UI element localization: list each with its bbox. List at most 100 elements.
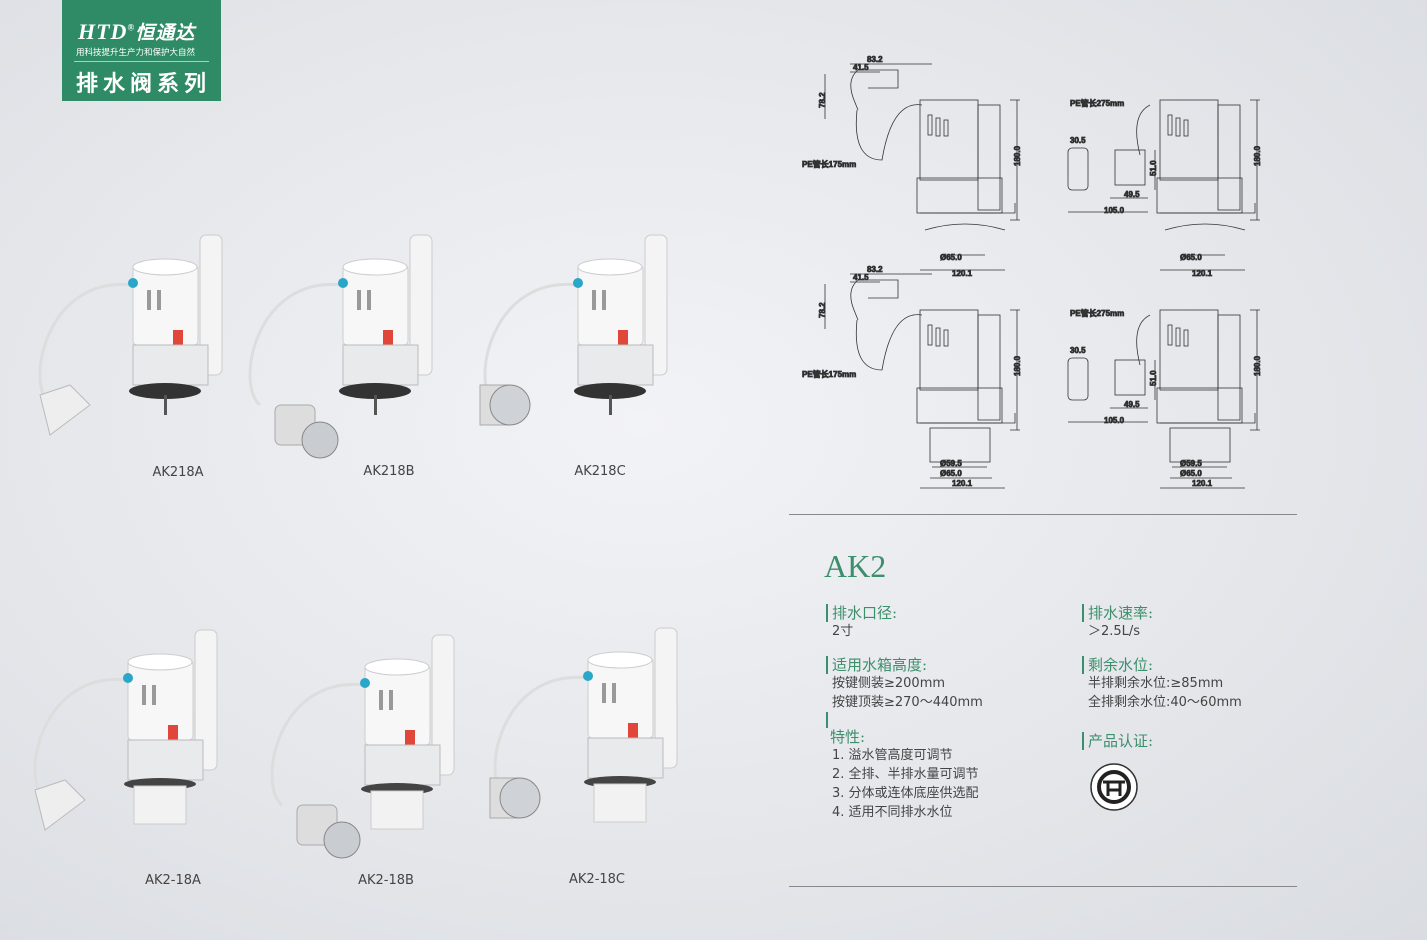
dim-label: 30.5	[1070, 346, 1086, 355]
overflow-tube	[1217, 314, 1241, 421]
lever-handle	[39, 384, 91, 436]
product-AK218C	[479, 234, 668, 426]
chrome-button	[301, 421, 339, 459]
float-cage	[916, 177, 1003, 214]
screw	[374, 395, 377, 415]
red-tag	[383, 330, 393, 346]
water-saving-certification-seal-icon	[1090, 763, 1138, 811]
spec-value: 2寸	[832, 624, 854, 639]
spec-value: 按键侧装≥200mm	[832, 676, 946, 691]
body-outline	[919, 99, 979, 181]
slot	[935, 327, 941, 347]
button-cap	[1067, 147, 1089, 191]
flange	[924, 223, 1006, 231]
spec-residual: 剩余水位: 半排剩余水位:≥85mm 全排剩余水位:40～60mm	[1082, 656, 1242, 712]
bracket	[920, 413, 1016, 424]
slogan: 用科技提升生产力和保护大自然	[76, 48, 196, 58]
dim-width-label: 120.1	[1192, 479, 1213, 488]
thread-base	[929, 427, 991, 463]
product-label: AK2-18C	[569, 872, 625, 887]
bracket	[1160, 413, 1256, 424]
button-housing	[1114, 359, 1146, 396]
dim-width	[920, 466, 1005, 489]
dim-lines	[824, 63, 932, 119]
slot	[389, 690, 393, 710]
dim-height	[1010, 99, 1020, 221]
divider	[789, 514, 1297, 515]
lever-handle	[34, 779, 86, 831]
slot	[1175, 327, 1181, 347]
slot	[1183, 119, 1189, 137]
spec-value: 1. 溢水管高度可调节	[832, 748, 953, 763]
dim-width-label: 120.1	[1192, 269, 1213, 278]
valve-top	[364, 658, 430, 676]
overflow-tube	[977, 314, 1001, 421]
thread-base	[133, 785, 187, 825]
pe-pipe	[855, 104, 923, 161]
overflow-tube	[199, 234, 223, 376]
thread-base	[370, 790, 424, 830]
overflow-tube	[431, 634, 455, 776]
dim-width	[1160, 466, 1245, 489]
product-label: AK2-18A	[145, 873, 201, 888]
slot	[379, 690, 383, 710]
flange-ring	[339, 383, 411, 399]
dim-height-label: 180.0	[1253, 145, 1262, 166]
pe-pipe	[1136, 314, 1151, 366]
dim-diameter-label: Ø65.0	[1180, 469, 1202, 478]
pipe-label: PE管长275mm	[1070, 98, 1124, 108]
dim-width	[920, 254, 1005, 271]
slot	[367, 290, 371, 310]
valve-float	[132, 344, 209, 386]
brand-cn: 恒通达	[135, 22, 196, 44]
slot	[927, 324, 933, 346]
dim-height-label: 180.0	[1253, 355, 1262, 376]
divider	[826, 712, 828, 728]
blue-knob	[583, 671, 593, 681]
spec-value: 2. 全排、半排水量可调节	[832, 767, 979, 782]
spec-title: 适用水箱高度:	[826, 656, 983, 674]
valve-top	[587, 651, 653, 669]
cable	[270, 682, 366, 807]
blue-knob	[128, 278, 138, 288]
dim-label: 41.5	[853, 63, 869, 72]
dim-label: 78.2	[818, 302, 827, 318]
series-title: 排水阀系列	[76, 71, 212, 97]
spec-title: 剩余水位:	[1082, 656, 1242, 674]
valve-top	[577, 258, 643, 276]
dim-lines	[824, 273, 932, 329]
product-label: AK218B	[363, 464, 415, 479]
bracket	[920, 203, 1016, 214]
brand-en: HTD	[78, 19, 128, 44]
slot	[152, 685, 156, 705]
spec-value: 全排剩余水位:40～60mm	[1088, 695, 1242, 710]
blue-knob	[360, 678, 370, 688]
slot	[592, 290, 596, 310]
slot	[157, 290, 161, 310]
brand-badge: HTD®恒通达 用科技提升生产力和保护大自然 排水阀系列	[62, 0, 221, 101]
slot	[602, 290, 606, 310]
thread-base	[1169, 427, 1231, 463]
product-AK2-18B	[270, 634, 455, 859]
float-cage	[1156, 387, 1243, 424]
overflow-tube	[194, 629, 218, 771]
dim-diameter-label: Ø65.0	[1180, 253, 1202, 262]
valve-top	[342, 258, 408, 276]
dim-height	[1250, 99, 1260, 221]
button-cap	[1067, 357, 1089, 401]
slot	[612, 683, 616, 703]
slot	[943, 119, 949, 137]
slot	[943, 329, 949, 347]
dim-height-label: 180.0	[1013, 145, 1022, 166]
red-tag	[173, 330, 183, 346]
dim-label: 51.0	[1149, 370, 1158, 386]
spec-cert: 产品认证:	[1082, 732, 1153, 750]
dim-diameter-label: Ø59.5	[1180, 459, 1202, 468]
slot	[1167, 114, 1173, 136]
dim-width	[1160, 254, 1245, 271]
slot	[142, 685, 146, 705]
dim-label: 51.0	[1149, 160, 1158, 176]
slot	[1183, 329, 1189, 347]
